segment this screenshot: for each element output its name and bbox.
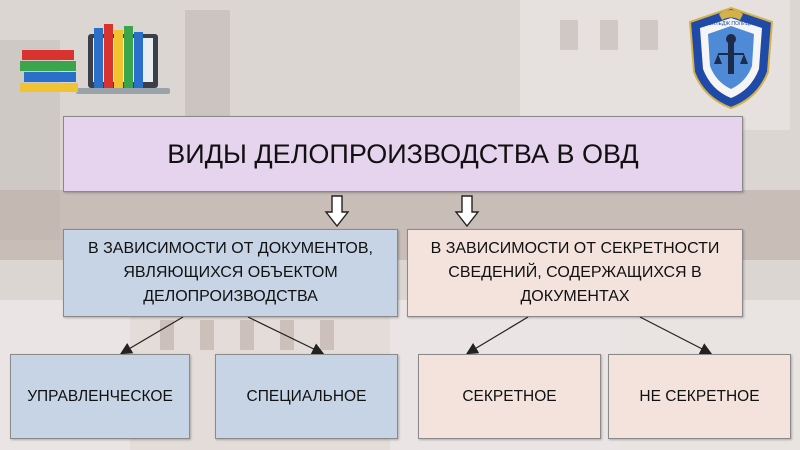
type-non-secret: НЕ СЕКРЕТНОЕ bbox=[608, 354, 791, 439]
type-managerial: УПРАВЛЕНЧЕСКОЕ bbox=[10, 354, 190, 439]
category-by-secrecy: В ЗАВИСИМОСТИ ОТ СЕКРЕТНОСТИ СВЕДЕНИЙ, С… bbox=[407, 229, 743, 317]
police-emblem-icon: КОЛЛЕДЖ ПОЛИЦИИ bbox=[688, 6, 774, 110]
type-special: СПЕЦИАЛЬНОЕ bbox=[215, 354, 398, 439]
type-secret: СЕКРЕТНОЕ bbox=[418, 354, 601, 439]
category-by-documents: В ЗАВИСИМОСТИ ОТ ДОКУМЕНТОВ, ЯВЛЯЮЩИХСЯ … bbox=[63, 229, 398, 317]
books-icon bbox=[20, 24, 170, 94]
emblem-caption: КОЛЛЕДЖ ПОЛИЦИИ bbox=[705, 21, 757, 27]
diagram-title: ВИДЫ ДЕЛОПРОИЗВОДСТВА В ОВД bbox=[63, 116, 743, 192]
